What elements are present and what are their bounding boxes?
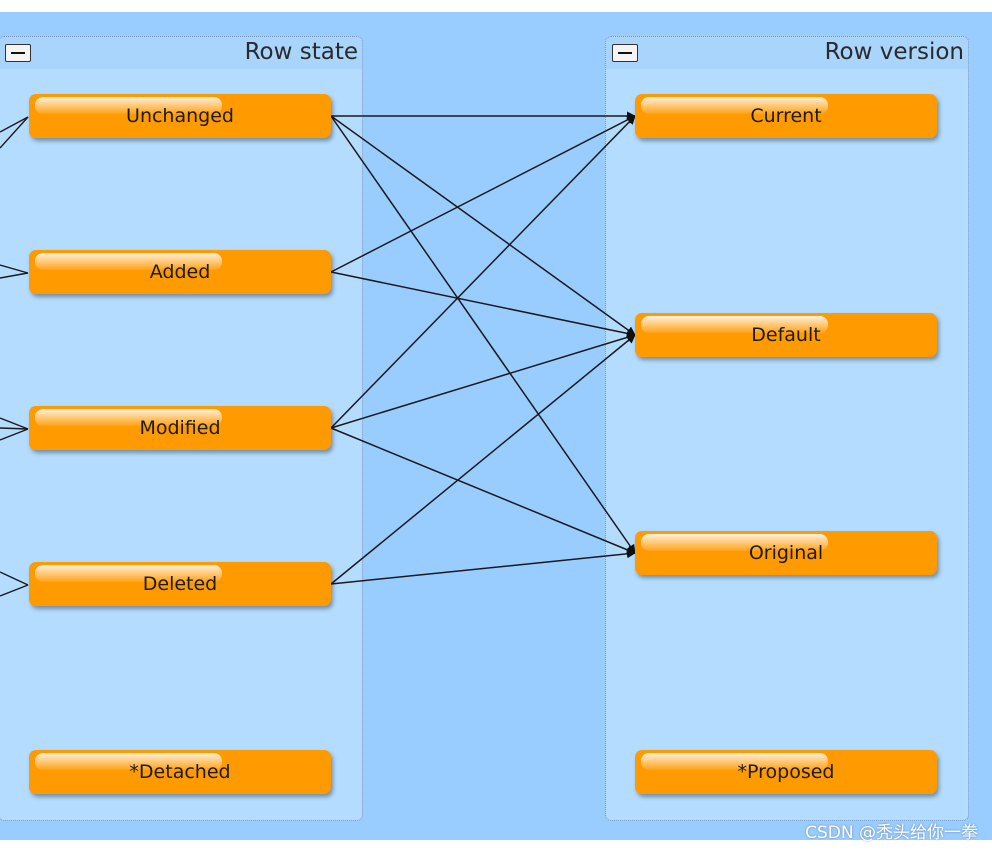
- collapse-icon[interactable]: [5, 44, 31, 62]
- node-label: Unchanged: [126, 105, 234, 127]
- collapse-icon[interactable]: [612, 44, 638, 62]
- node-label: Default: [751, 324, 821, 346]
- node-added[interactable]: Added: [29, 250, 331, 294]
- watermark: CSDN @秃头给你一拳: [805, 823, 978, 843]
- node-detached[interactable]: *Detached: [29, 750, 331, 794]
- node-proposed[interactable]: *Proposed: [635, 750, 937, 794]
- group-title: Row version: [824, 39, 964, 65]
- node-original[interactable]: Original: [635, 531, 937, 575]
- node-label: Modified: [139, 417, 221, 439]
- node-label: *Proposed: [737, 761, 835, 783]
- node-deleted[interactable]: Deleted: [29, 562, 331, 606]
- group-title: Row state: [244, 39, 358, 65]
- node-label: Added: [149, 261, 211, 283]
- node-label: Original: [748, 542, 824, 564]
- node-modified[interactable]: Modified: [29, 406, 331, 450]
- group-row-version: Row version: [605, 36, 969, 821]
- node-current[interactable]: Current: [635, 94, 937, 138]
- node-label: *Detached: [129, 761, 231, 783]
- group-header: Row state: [0, 37, 362, 69]
- node-label: Current: [750, 105, 822, 127]
- node-label: Deleted: [142, 573, 218, 595]
- node-unchanged[interactable]: Unchanged: [29, 94, 331, 138]
- group-header: Row version: [606, 37, 968, 69]
- node-default[interactable]: Default: [635, 313, 937, 357]
